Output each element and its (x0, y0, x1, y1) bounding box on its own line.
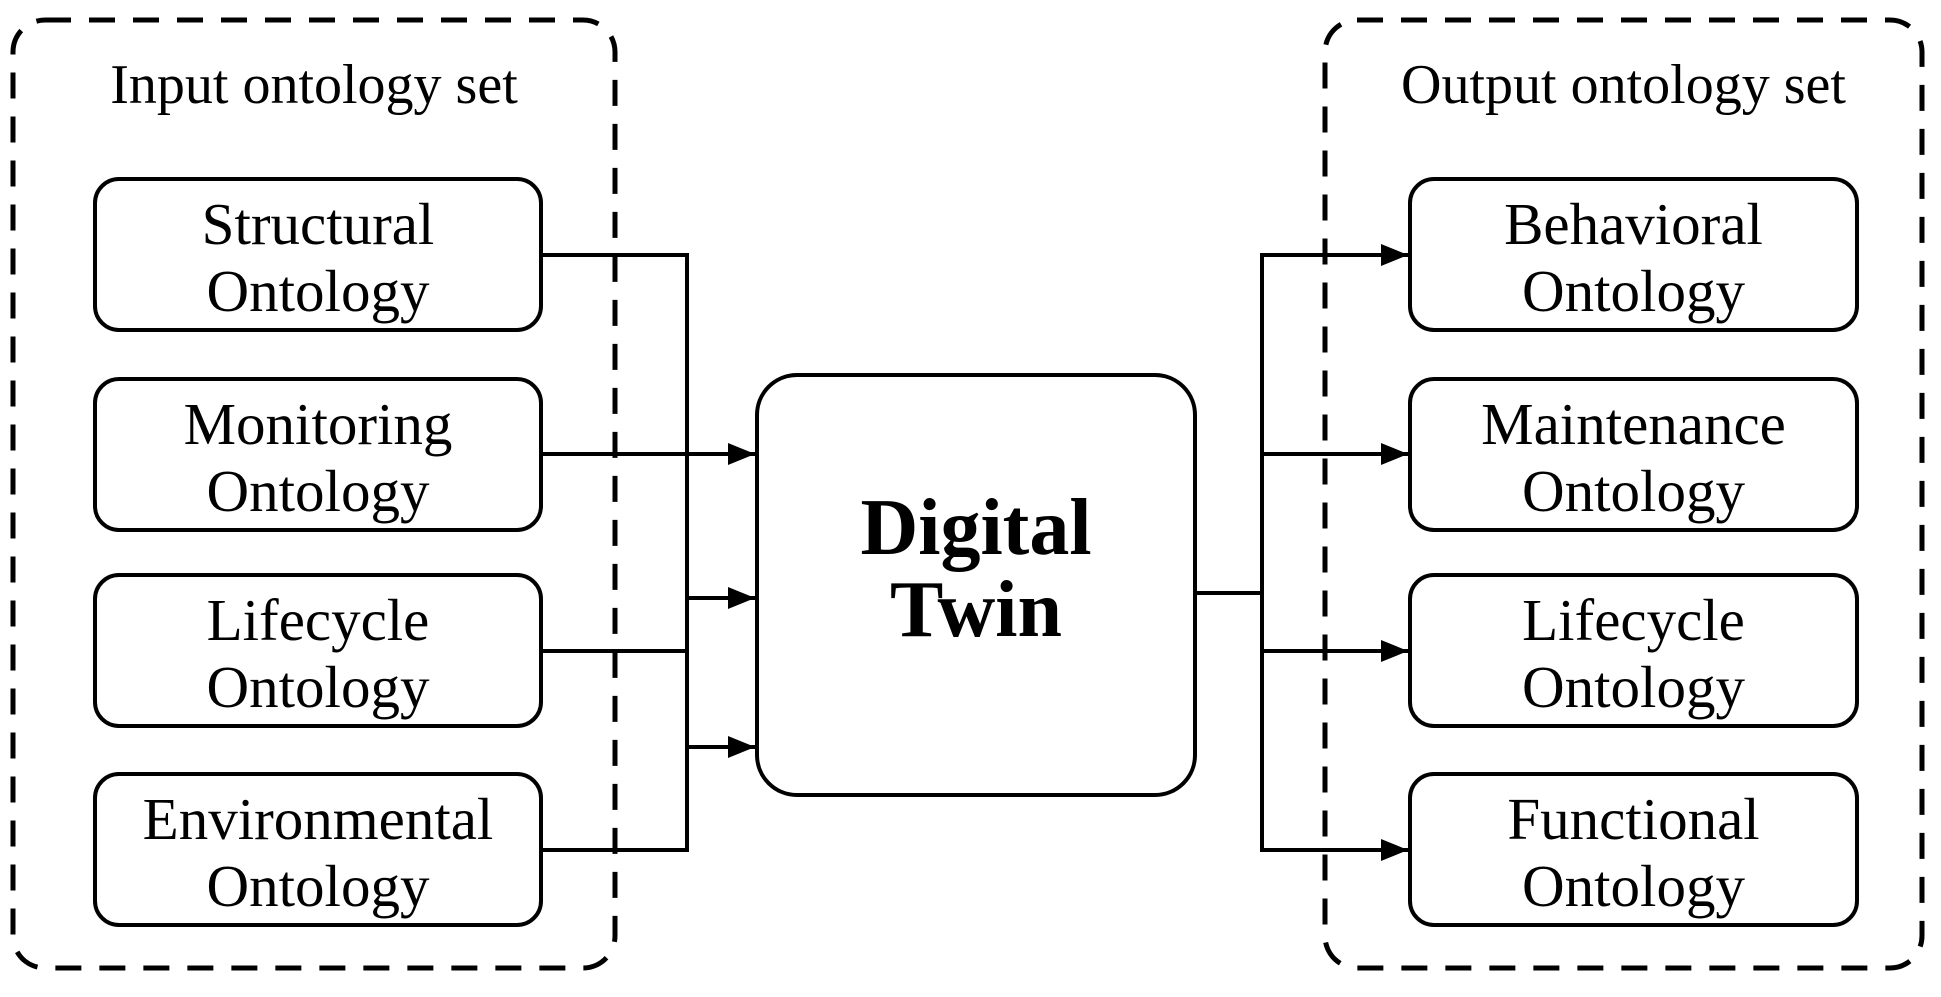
input-box-monitoring-ontology: Monitoring Ontology (93, 377, 543, 532)
node-label-line: Ontology (1522, 457, 1745, 524)
node-label-line: Monitoring (183, 390, 453, 457)
digital-twin-box: Digital Twin (755, 373, 1197, 797)
node-label-line: Digital (860, 484, 1092, 573)
node-label-line: Ontology (206, 257, 430, 324)
node-label-line: Structural (201, 190, 435, 257)
output-box-behavioral-ontology: Behavioral Ontology (1408, 177, 1859, 332)
node-label-line: Ontology (1522, 653, 1745, 720)
output-set-title: Output ontology set (1401, 54, 1846, 116)
output-set-border (1322, 17, 1925, 971)
node-label-line: Ontology (206, 457, 430, 524)
node-label-line: Environmental (142, 785, 494, 852)
node-label-line: Ontology (1522, 257, 1745, 324)
node-label-line: Ontology (1522, 852, 1745, 919)
input-box-environmental-ontology: Environmental Ontology (93, 772, 543, 927)
node-label-line: Lifecycle (206, 586, 430, 653)
input-box-lifecycle-ontology: Lifecycle Ontology (93, 573, 543, 728)
node-label-line: Twin (890, 566, 1062, 654)
input-box-structural-ontology: Structural Ontology (93, 177, 543, 332)
output-box-functional-ontology: Functional Ontology (1408, 772, 1859, 927)
node-label-line: Maintenance (1481, 390, 1786, 457)
node-label-line: Ontology (206, 653, 430, 720)
node-label-line: Ontology (206, 852, 430, 919)
input-set-title: Input ontology set (110, 54, 518, 116)
node-label-line: Behavioral (1504, 190, 1763, 257)
node-label-line: Functional (1507, 785, 1760, 852)
output-box-maintenance-ontology: Maintenance Ontology (1408, 377, 1859, 532)
node-label-line: Lifecycle (1522, 586, 1745, 653)
input-set-border (10, 17, 618, 971)
output-box-lifecycle-ontology: Lifecycle Ontology (1408, 573, 1859, 728)
